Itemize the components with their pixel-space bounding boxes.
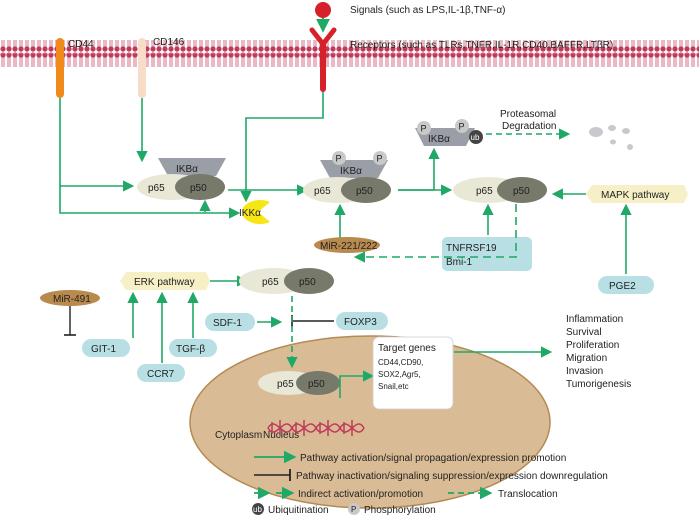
mir221-label: MiR-221/222 [320, 241, 378, 252]
erk-pathway-shape [120, 272, 210, 290]
p50-label-5: p50 [308, 379, 325, 390]
ikba-label-2: IKBα [340, 166, 362, 177]
ikka-label: IKKα [239, 208, 261, 219]
p65-label-1: p65 [148, 183, 165, 194]
legend-phosphorylation-icon [348, 503, 360, 515]
ikba-complex-2: P P IKBα p65 p50 [303, 151, 391, 203]
target-genes-box [372, 336, 454, 410]
proteasomal-label: Proteasomal [500, 109, 556, 120]
p50-label-2: p50 [356, 186, 373, 197]
cd44-receptor [56, 38, 64, 98]
sdf1-label: SDF-1 [213, 318, 242, 329]
outcome-5: Invasion [566, 366, 603, 377]
degraded-fragments [589, 125, 633, 150]
git1-box [82, 339, 130, 357]
ikka-pacman [242, 200, 270, 225]
cd146-receptor [138, 38, 146, 98]
svg-text:P: P [459, 122, 465, 132]
signal-ligand [315, 2, 331, 18]
p65-label-2: p65 [314, 186, 331, 197]
mapk-pathway-shape [586, 185, 688, 203]
svg-text:ub: ub [471, 133, 480, 142]
tnfrsf19-label: TNFRSF19 [446, 243, 497, 254]
mir491-oval [40, 290, 100, 306]
ccr7-box [137, 364, 185, 382]
legend-ubiquitination-icon [252, 503, 264, 515]
legend-phosphorylation-label: Phosphorylation [364, 505, 436, 516]
ccr7-label: CCR7 [147, 369, 175, 380]
outcomes-list: Inflammation Survival Proliferation Migr… [566, 314, 631, 390]
p50-label-1: p50 [190, 183, 207, 194]
legend-ubiquitination: ub Ubiquitination [252, 503, 329, 516]
outcome-6: Tumorigenesis [566, 379, 631, 390]
pge2-box [598, 276, 654, 294]
target-line-2: SOX2,Agr5, [378, 370, 421, 379]
target-line-3: Snail,etc [378, 382, 409, 391]
cd44-label: CD44 [68, 39, 94, 50]
ikba-ubiquitinated: P P ub IKBα [415, 119, 483, 146]
pge2-label: PGE2 [609, 281, 636, 292]
erk-label: ERK pathway [134, 277, 195, 288]
tgfb-label: TGF-β [176, 344, 205, 355]
receptors-label: Receptors (such as TLRs,TNFR,IL-1R,CD40,… [350, 40, 613, 51]
legend-translocation: Translocation [498, 489, 558, 500]
p50-label-3: p50 [513, 186, 530, 197]
legend-activation: Pathway activation/signal propagation/ex… [300, 453, 566, 464]
git1-label: GIT-1 [91, 344, 116, 355]
mir221-oval [314, 237, 380, 253]
degradation-label: Degradation [502, 121, 556, 132]
legend-ubiquitination-label: Ubiquitination [268, 505, 329, 516]
svg-text:P: P [351, 505, 356, 514]
mapk-label: MAPK pathway [601, 190, 669, 201]
legend-inactivation: Pathway inactivation/signaling suppressi… [296, 471, 608, 482]
tnfrsf19-box [442, 237, 532, 271]
ikba-label-1: IKBα [176, 164, 198, 175]
outcome-3: Proliferation [566, 340, 619, 351]
svg-text:P: P [377, 154, 383, 164]
legend-phosphorylation: P Phosphorylation [348, 503, 436, 516]
foxp3-label: FOXP3 [344, 317, 377, 328]
p65-p50-complex-4: p65 p50 [239, 268, 334, 294]
sdf1-box [205, 313, 255, 331]
foxp3-box [336, 312, 388, 330]
signals-label: Signals (such as LPS,IL-1β,TNF-α) [350, 5, 505, 16]
tgfb-box [169, 339, 217, 357]
ikba-label-3: IKBα [428, 134, 450, 145]
svg-text:ub: ub [253, 505, 262, 514]
outcome-4: Migration [566, 353, 607, 364]
p65-p50-complex-5: p65 p50 [258, 371, 340, 395]
target-genes-title: Target genes [378, 343, 436, 354]
outcome-1: Inflammation [566, 314, 623, 325]
svg-text:P: P [336, 154, 342, 164]
nucleus-label: Nucleus [263, 430, 299, 441]
p65-label-5: p65 [277, 379, 294, 390]
bmi1-label: Bmi-1 [446, 257, 473, 268]
p65-label-4: p65 [262, 277, 279, 288]
p65-label-3: p65 [476, 186, 493, 197]
ikba-complex-1: IKBα p65 p50 [137, 158, 226, 200]
outcome-2: Survival [566, 327, 602, 338]
nucleus [189, 335, 551, 509]
cytoplasm-label: Cytoplasm [215, 430, 262, 441]
p65-p50-complex-3: p65 p50 [453, 177, 547, 203]
target-line-1: CD44,CD90, [378, 358, 423, 367]
cd146-label: CD146 [153, 37, 185, 48]
p50-label-4: p50 [299, 277, 316, 288]
svg-text:P: P [421, 124, 427, 134]
legend-indirect: Indirect activation/promotion [298, 489, 423, 500]
legend: Pathway activation/signal propagation/ex… [254, 450, 608, 500]
mir491-label: MiR-491 [53, 294, 91, 305]
dna-helix [267, 420, 365, 436]
